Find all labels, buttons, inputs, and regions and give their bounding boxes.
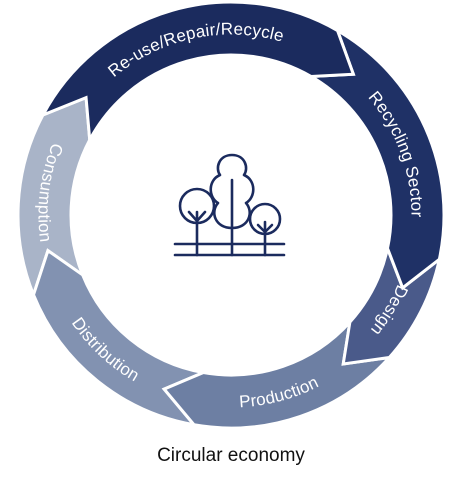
diagram-caption: Circular economy (157, 445, 305, 466)
trees-icon (173, 153, 286, 257)
cycle-segment (39, 0, 356, 146)
cycle-segment (31, 248, 209, 427)
cycle-segment (161, 317, 394, 430)
cycle-segment (341, 243, 442, 366)
cycle-segment (305, 27, 446, 291)
